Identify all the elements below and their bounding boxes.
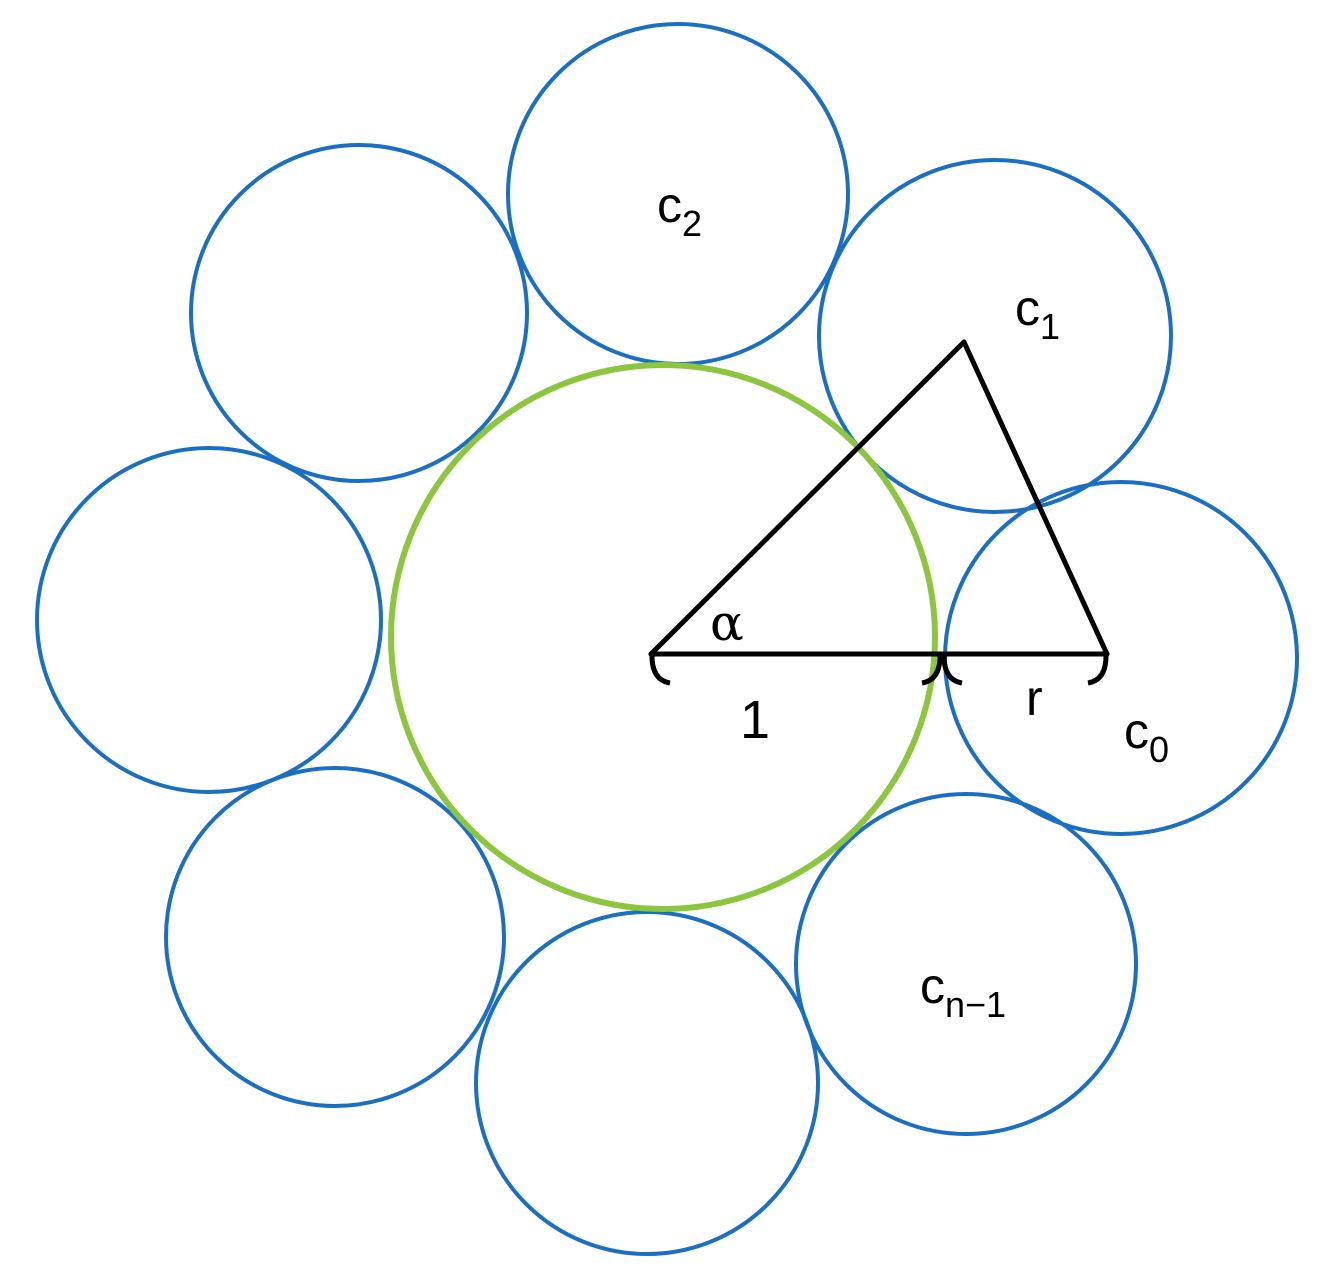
line-center-to-c1 xyxy=(648,339,967,657)
circle-5 xyxy=(164,766,506,1108)
center-circle xyxy=(388,362,938,912)
outer-circles xyxy=(35,22,1299,1256)
label-cn1-sub: n−1 xyxy=(945,984,1006,1025)
label-c1-base: c xyxy=(1015,280,1040,336)
label-c1: c1 xyxy=(1015,280,1060,347)
line-c1-to-c0 xyxy=(961,339,1110,657)
circle-c1 xyxy=(817,158,1173,514)
brace-left-r xyxy=(941,655,963,686)
circle-4 xyxy=(35,446,383,794)
label-cn1: cn−1 xyxy=(920,958,1006,1025)
brace-right-r xyxy=(1087,655,1109,686)
label-c2-sub: 2 xyxy=(682,203,702,244)
circle-6 xyxy=(474,910,820,1256)
label-c0: c0 xyxy=(1124,703,1169,770)
label-radius-outer: r xyxy=(1026,670,1043,726)
brace-right-1 xyxy=(921,655,943,686)
label-c2-base: c xyxy=(657,177,682,233)
circle-cn1 xyxy=(794,792,1138,1136)
circle-c0 xyxy=(943,480,1299,836)
brace-left-1 xyxy=(649,655,671,686)
label-c2: c2 xyxy=(657,177,702,244)
label-radius-inner: 1 xyxy=(740,690,770,750)
label-cn1-base: c xyxy=(920,958,945,1014)
label-c0-base: c xyxy=(1124,703,1149,759)
circle-3 xyxy=(189,143,529,483)
label-c0-sub: 0 xyxy=(1149,729,1169,770)
triangle xyxy=(648,339,1110,657)
label-c1-sub: 1 xyxy=(1040,306,1060,347)
label-alpha: α xyxy=(710,594,744,652)
brace-marks xyxy=(649,655,1109,686)
